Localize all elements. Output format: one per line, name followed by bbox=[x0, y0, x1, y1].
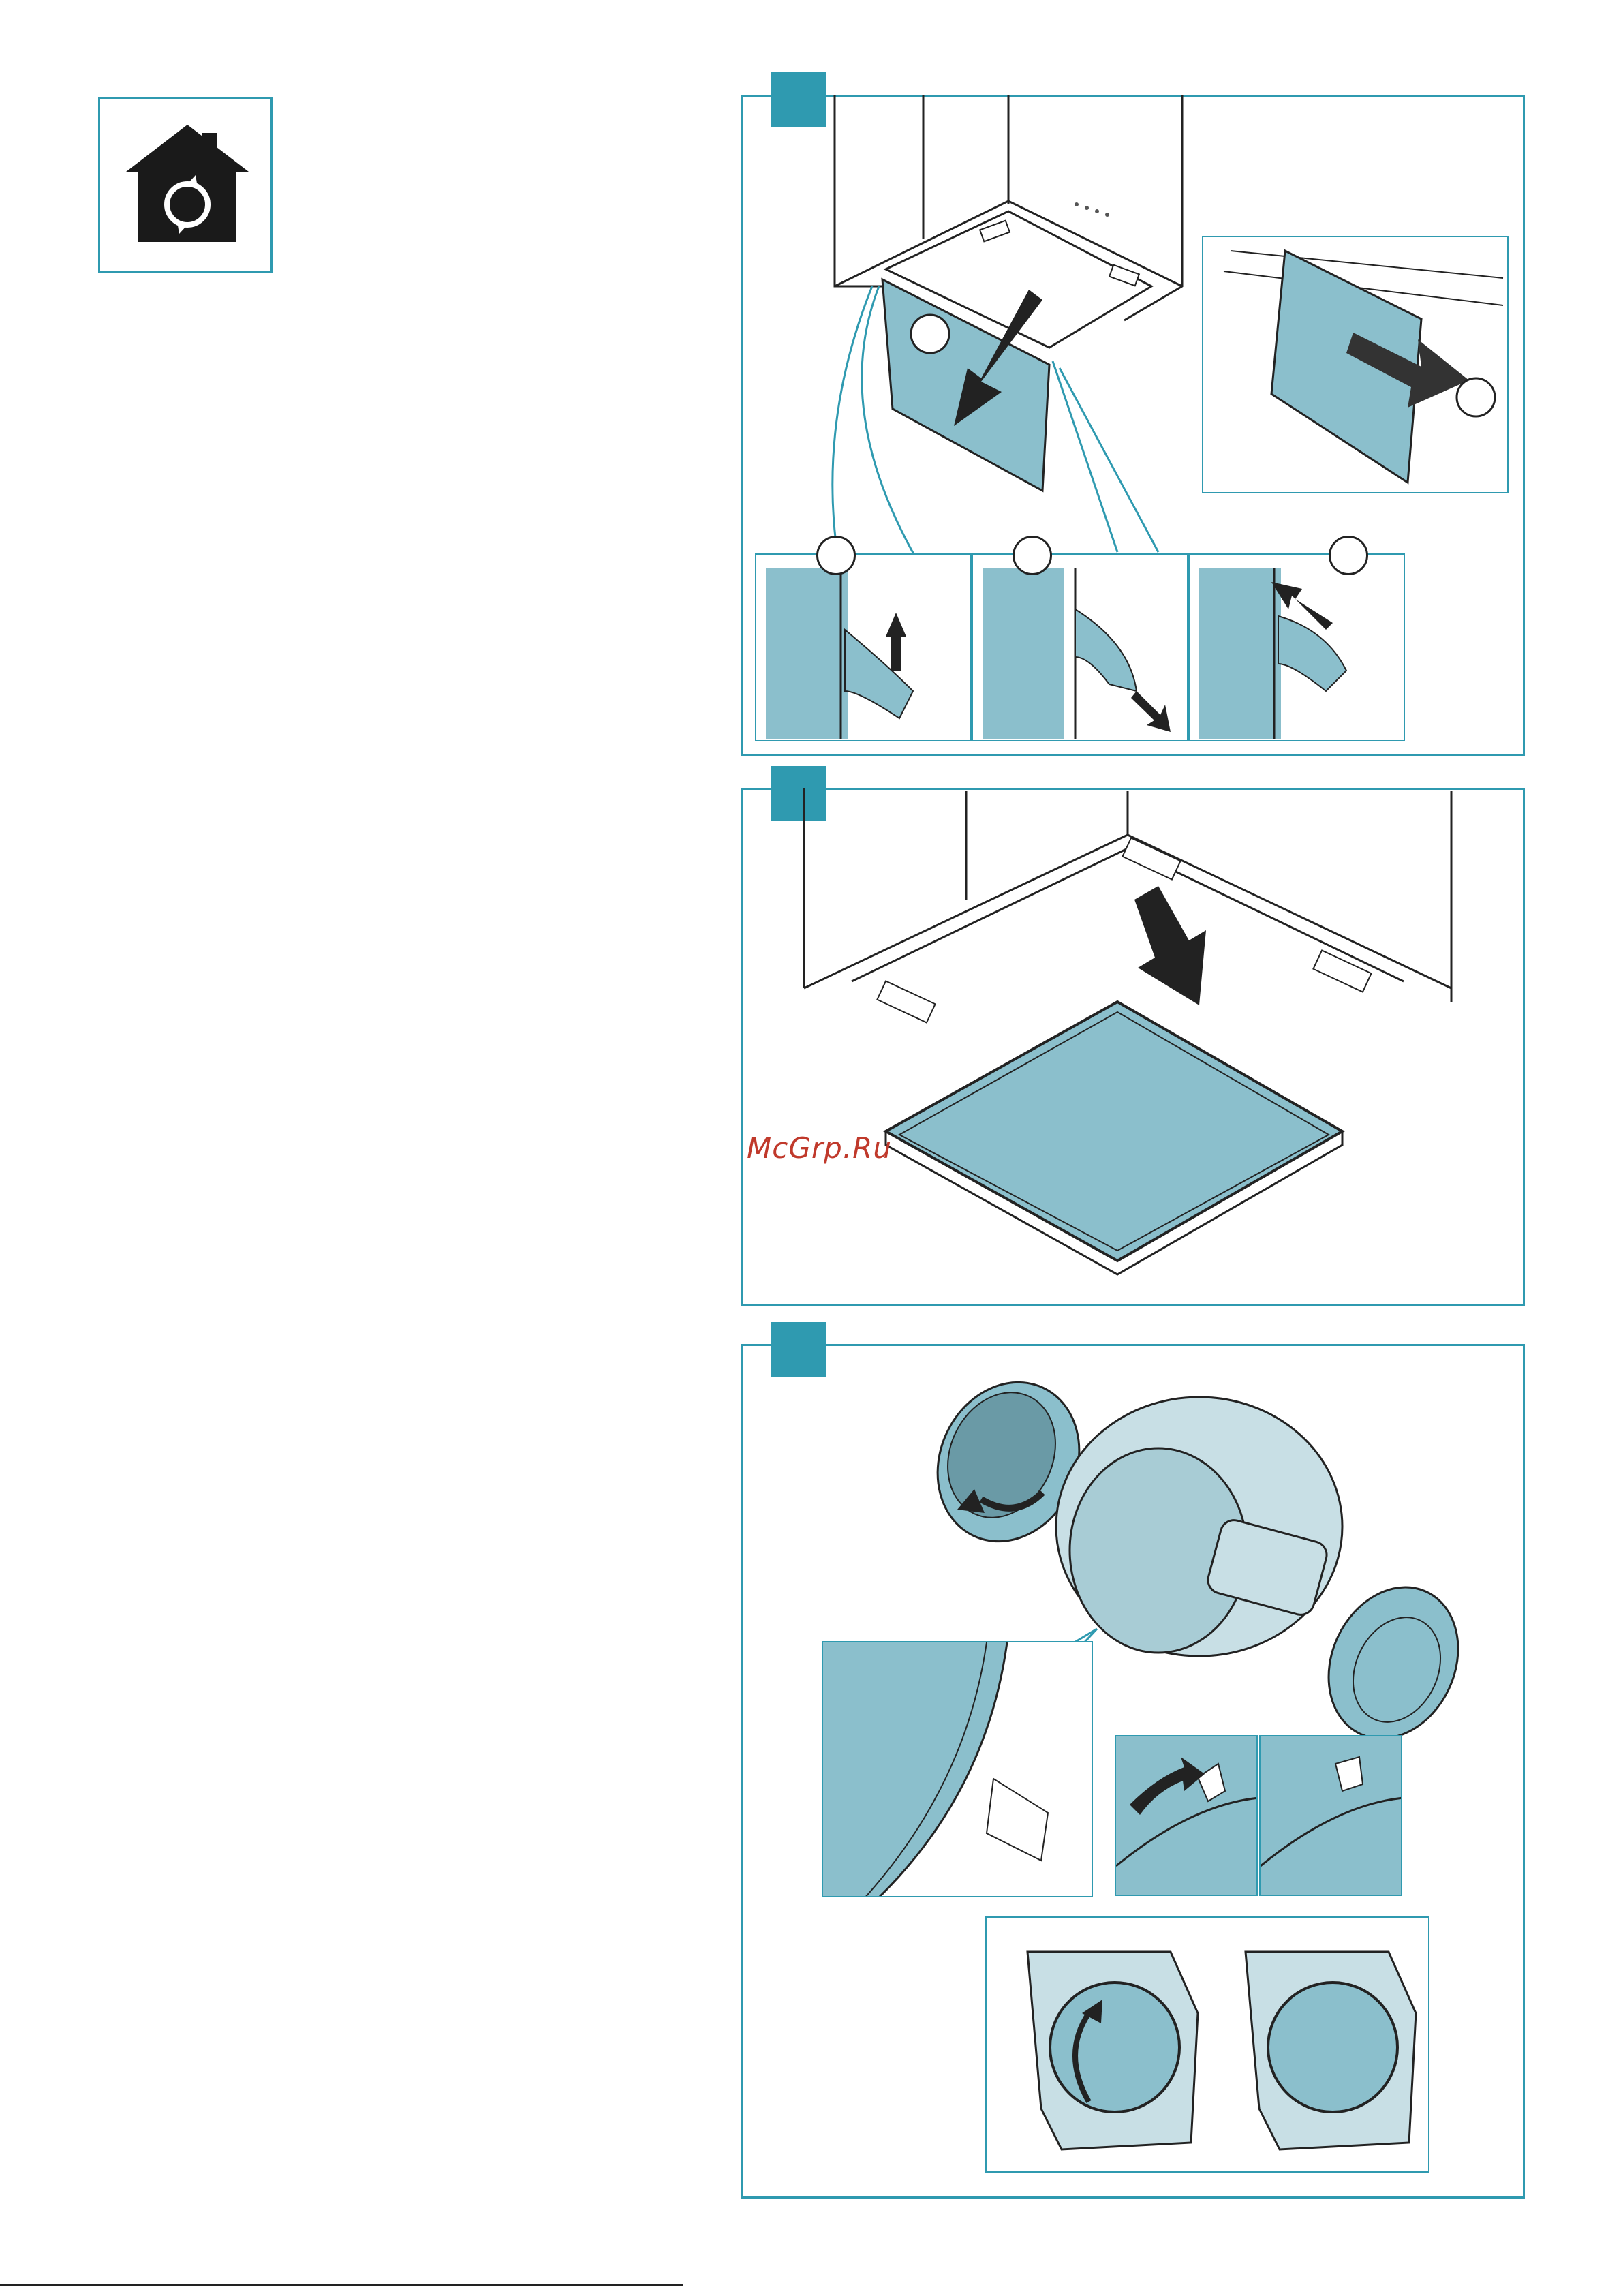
step-3-inset-detail bbox=[822, 1641, 1093, 1897]
step-3-inset-fans bbox=[985, 1916, 1429, 2173]
footer-divider bbox=[0, 2284, 683, 2286]
step-3-inset-rotate-b bbox=[1259, 1735, 1402, 1896]
step-3-inset-rotate-a bbox=[1115, 1735, 1258, 1896]
